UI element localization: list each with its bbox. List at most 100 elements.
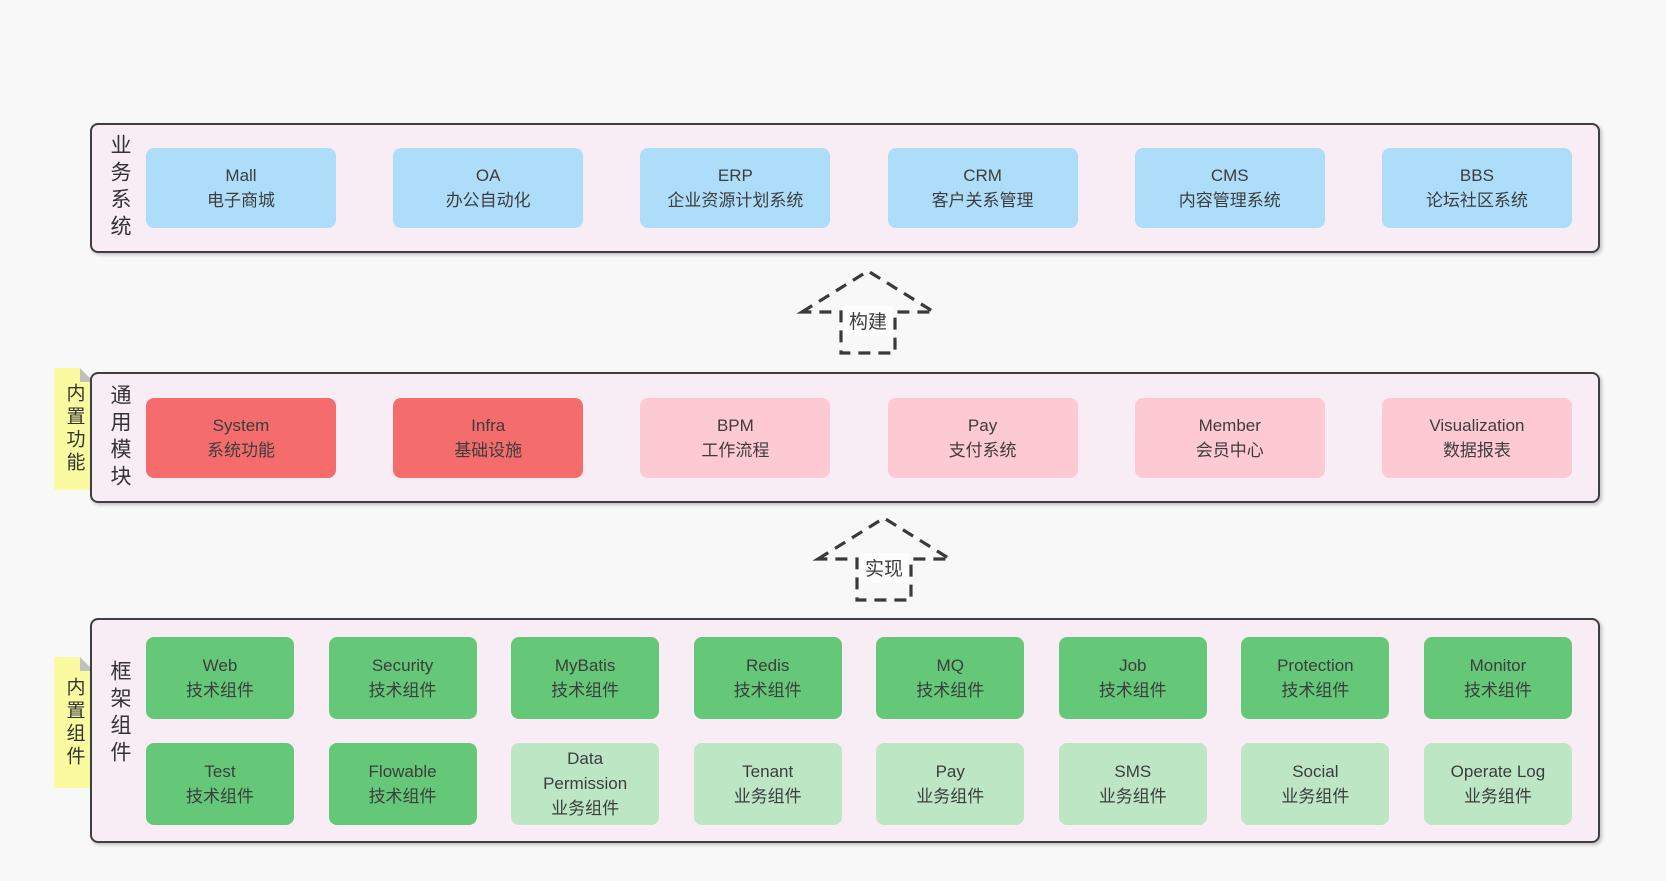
box-tenant: Tenant 业务组件 <box>693 742 842 825</box>
box-line: 技术组件 <box>1463 680 1532 700</box>
box-line: 基础设施 <box>454 440 523 460</box>
box-line: Mall <box>225 166 257 185</box>
layer-label: 通用模块 <box>108 383 131 492</box>
box-line: CRM <box>963 166 1002 185</box>
box-line: 系统功能 <box>207 440 275 460</box>
box-mq: MQ 技术组件 <box>876 636 1025 719</box>
box-mall: Mall 电子商城 <box>146 148 336 228</box>
box-web: Web 技术组件 <box>146 636 294 719</box>
box-flowable: Flowable 技术组件 <box>328 742 477 825</box>
box-line: BBS <box>1459 166 1494 185</box>
box-cms: CMS 内容管理系统 <box>1134 148 1325 228</box>
box-line: CMS <box>1210 166 1249 185</box>
box-line: 业务组件 <box>1098 786 1167 806</box>
sticky-note-text: 内置功能 <box>63 383 85 475</box>
box-line: 数据报表 <box>1442 440 1511 460</box>
box-line: 业务组件 <box>551 799 620 818</box>
box-line: 技术组件 <box>551 680 620 700</box>
box-line: 企业资源计划系统 <box>667 191 804 210</box>
sticky-note-builtin-features: 内置功能 <box>54 368 94 490</box>
layer-label: 业务系统 <box>108 134 131 242</box>
sticky-note-text: 内置组件 <box>63 676 85 769</box>
box-line: 技术组件 <box>733 680 802 700</box>
layer-label: 框架组件 <box>108 660 131 768</box>
box-line: 业务组件 <box>733 786 802 806</box>
box-line: Pay <box>935 761 965 781</box>
box-sms: SMS 业务组件 <box>1058 742 1207 825</box>
box-monitor: Monitor 技术组件 <box>1423 636 1572 719</box>
box-visualization: Visualization 数据报表 <box>1381 397 1572 478</box>
box-line: Redis <box>745 655 790 675</box>
box-line: Test <box>204 761 236 781</box>
arrow-label: 构建 <box>849 311 887 333</box>
box-line: Security <box>371 655 434 675</box>
box-line: MQ <box>936 655 964 675</box>
box-protection: Protection 技术组件 <box>1241 636 1390 719</box>
box-line: 技术组件 <box>1098 680 1167 700</box>
box-line: 客户关系管理 <box>931 191 1034 210</box>
box-line: Tenant <box>742 761 794 781</box>
box-line: 技术组件 <box>368 786 437 806</box>
box-line: System <box>212 415 270 435</box>
box-line: Visualization <box>1429 415 1525 435</box>
box-line: Web <box>202 655 238 675</box>
box-line: 业务组件 <box>1463 786 1532 806</box>
box-line: Flowable <box>368 761 437 781</box>
box-oa: OA 办公自动化 <box>393 148 584 228</box>
box-line: 业务组件 <box>1281 786 1350 806</box>
box-line: 技术组件 <box>186 786 254 806</box>
box-system: System 系统功能 <box>146 397 336 478</box>
box-crm: CRM 客户关系管理 <box>887 148 1078 228</box>
box-test: Test 技术组件 <box>146 742 294 825</box>
box-line: SMS <box>1114 761 1152 781</box>
box-operate-log: Operate Log 业务组件 <box>1423 742 1572 825</box>
box-mybatis: MyBatis 技术组件 <box>511 636 660 719</box>
box-line: Infra <box>471 415 506 435</box>
box-line: 技术组件 <box>1281 680 1350 700</box>
box-line: 电子商城 <box>207 191 275 210</box>
box-line: 技术组件 <box>916 680 985 700</box>
box-line: 技术组件 <box>186 680 254 700</box>
box-bbs: BBS 论坛社区系统 <box>1381 148 1572 228</box>
box-line: 办公自动化 <box>445 191 531 210</box>
box-infra: Infra 基础设施 <box>393 397 584 478</box>
box-line: 支付系统 <box>948 440 1017 460</box>
box-redis: Redis 技术组件 <box>693 636 842 719</box>
box-line: MyBatis <box>554 655 616 675</box>
box-line: 工作流程 <box>701 440 770 460</box>
box-line: OA <box>475 166 501 185</box>
box-job: Job 技术组件 <box>1058 636 1207 719</box>
box-line: Pay <box>967 415 998 435</box>
box-line: Protection <box>1277 655 1354 675</box>
box-line: Monitor <box>1469 655 1527 675</box>
sticky-note-builtin-components: 内置组件 <box>54 657 94 788</box>
box-line: Social <box>1292 761 1339 781</box>
box-line: 会员中心 <box>1195 440 1264 460</box>
box-line: Operate Log <box>1450 761 1546 781</box>
arrow-label: 实现 <box>865 558 903 580</box>
box-line: Job <box>1119 655 1147 675</box>
box-line: 论坛社区系统 <box>1425 191 1528 210</box>
box-social: Social 业务组件 <box>1241 742 1390 825</box>
arrow-build-icon: 构建 <box>796 269 940 355</box>
box-pay: Pay 支付系统 <box>887 397 1078 478</box>
box-line: 内容管理系统 <box>1178 191 1281 210</box>
